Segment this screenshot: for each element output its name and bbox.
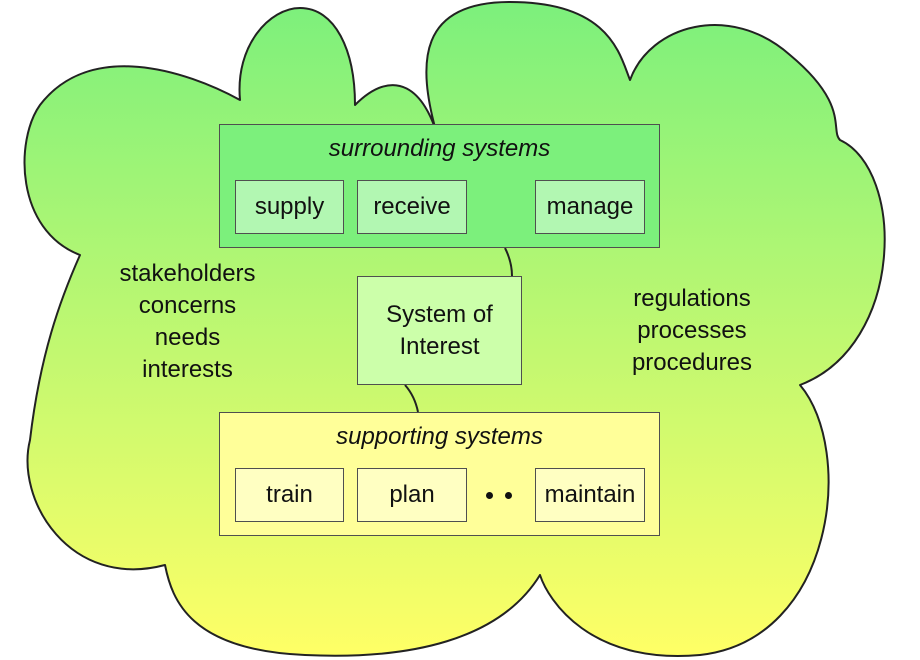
left-text-line: concerns xyxy=(138,292,237,319)
maintain-box: maintain xyxy=(535,468,645,522)
cloud-inner-arc-bottom xyxy=(404,384,419,413)
left-text-line: interests xyxy=(142,356,233,383)
ellipsis-dot xyxy=(505,491,512,499)
right-text-line: regulations xyxy=(633,285,751,312)
system-of-interest-line: Interest xyxy=(399,332,480,360)
supply-box: supply xyxy=(235,180,344,234)
right-text-line: procedures xyxy=(631,349,753,376)
system-of-interest-box: System of Interest xyxy=(357,276,522,385)
manage-box: manage xyxy=(535,180,645,234)
ellipsis-dot xyxy=(486,491,493,499)
receive-box: receive xyxy=(357,180,467,234)
surrounding-systems-box: surrounding systems supply receive manag… xyxy=(219,124,660,248)
left-text-line: needs xyxy=(154,324,221,351)
supporting-systems-box: supporting systems train plan maintain xyxy=(219,412,660,536)
cloud-inner-arc-top xyxy=(504,247,513,277)
train-box: train xyxy=(235,468,344,522)
system-of-interest-line: System of xyxy=(386,300,493,328)
regulations-text: regulations processes procedures xyxy=(592,283,792,379)
right-text-line: processes xyxy=(637,317,747,344)
more-items-ellipsis xyxy=(478,488,522,502)
supporting-systems-title: supporting systems xyxy=(336,423,543,450)
stakeholder-concerns-text: stakeholders concerns needs interests xyxy=(95,258,280,386)
surrounding-systems-title: surrounding systems xyxy=(328,135,551,162)
plan-box: plan xyxy=(357,468,467,522)
left-text-line: stakeholders xyxy=(119,260,256,287)
